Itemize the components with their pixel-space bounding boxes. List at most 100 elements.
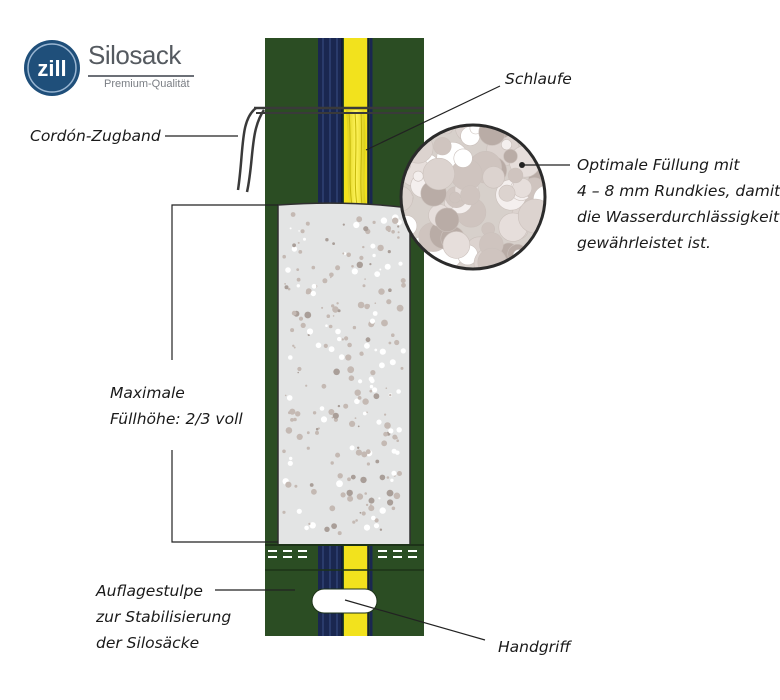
pebble <box>422 157 455 191</box>
gravel-dot <box>315 342 322 349</box>
gravel-dot <box>401 282 406 288</box>
zill-logo: zill Silosack Premium-Qualität <box>22 38 194 98</box>
gravel-dot <box>381 319 388 327</box>
gravel-dot <box>323 343 328 348</box>
gravel-dot <box>369 263 372 266</box>
gravel-dot <box>309 522 316 529</box>
gravel-dot <box>331 304 335 308</box>
gravel-dot <box>340 492 346 498</box>
gravel-dot <box>285 427 293 434</box>
gravel-dot <box>335 452 341 458</box>
gravel-dot <box>393 492 401 500</box>
auflage-line: Auflagestulpe <box>96 582 203 600</box>
gravel-dot <box>391 448 397 454</box>
gravel-dot <box>389 359 396 366</box>
gravel-dot <box>290 212 296 217</box>
gravel-dot <box>357 425 360 428</box>
gravel-dot <box>352 520 356 524</box>
gravel-dot <box>342 223 345 226</box>
gravel-dot <box>372 253 376 258</box>
gravel-dot <box>330 461 334 465</box>
gravel-dot <box>296 277 301 282</box>
gravel-dot <box>373 523 380 529</box>
gravel-dot <box>394 339 400 346</box>
gravel-dot <box>347 342 352 348</box>
pebble <box>517 198 545 234</box>
gravel-dot <box>397 231 400 234</box>
gravel-dot <box>369 318 376 324</box>
pebble <box>460 185 481 206</box>
gravel-dot <box>307 223 310 226</box>
gravel-dot <box>378 288 385 295</box>
gravel-dot <box>289 227 292 230</box>
gravel-dot <box>293 346 296 349</box>
gravel-dot <box>364 342 370 349</box>
gravel-dot <box>306 446 310 450</box>
fill-info-line: 4 – 8 mm Rundkies, damit <box>577 182 780 200</box>
gravel-dot <box>291 310 297 316</box>
gravel-dot <box>345 354 352 361</box>
gravel-dot <box>379 528 383 531</box>
gravel-dot <box>357 301 365 309</box>
gravel-dot <box>287 287 291 291</box>
gravel-dot <box>289 408 296 415</box>
gravel-dot <box>332 306 339 313</box>
gravel-dot <box>284 283 286 285</box>
gravel-dot <box>300 322 306 328</box>
gravel-dot <box>370 243 376 249</box>
gravel-dot <box>400 348 406 354</box>
gravel-dot <box>321 306 324 309</box>
gravel-dot <box>336 480 343 488</box>
gravel-dot <box>388 428 394 434</box>
svg-text:zill: zill <box>37 56 66 81</box>
gravel-dot <box>337 531 342 536</box>
logo-rule <box>88 75 194 77</box>
gravel-dot <box>288 355 293 360</box>
gravel-dot <box>343 403 349 409</box>
gravel-dot <box>330 276 332 279</box>
auflage-line: zur Stabilisierung <box>96 608 232 626</box>
gravel-dot <box>379 474 386 481</box>
gravel-dot <box>370 370 376 376</box>
gravel-dot <box>369 389 373 393</box>
gravel-dot <box>353 221 360 229</box>
gravel-dot <box>351 268 358 275</box>
gravel-dot <box>298 250 303 254</box>
gravel-dot <box>285 481 292 488</box>
gravel-dot <box>304 525 309 531</box>
gravel-dot <box>298 316 304 321</box>
gravel-dot <box>351 265 354 268</box>
gravel-dot <box>359 351 364 356</box>
pebble <box>500 139 512 151</box>
gravel-dot <box>322 278 328 284</box>
pebble <box>482 166 505 189</box>
leader-lines <box>165 85 570 641</box>
gravel-dot <box>342 252 345 255</box>
gravel-dot <box>335 328 341 335</box>
gravel-dot <box>362 284 366 288</box>
gravel-dot <box>361 511 366 516</box>
gravel-dot <box>282 254 287 259</box>
pebble <box>442 231 471 259</box>
gravel-dot <box>372 387 378 393</box>
gravel-dot <box>348 375 355 382</box>
gravel-dot <box>364 278 366 280</box>
gravel-dot <box>337 309 341 313</box>
gravel-dot <box>306 328 314 335</box>
pebble <box>401 185 413 212</box>
gravel-dot <box>304 311 312 319</box>
gravel-dot <box>356 261 363 268</box>
gravel-dot <box>386 489 394 497</box>
auflage-line: der Silosäcke <box>96 634 200 652</box>
gravel-dot <box>332 412 339 419</box>
gravel-dot <box>374 302 377 305</box>
gravel-dot <box>292 243 296 248</box>
gravel-dot <box>368 376 374 382</box>
gravel-dot <box>384 263 391 270</box>
gravel-dot <box>296 268 300 271</box>
gravel-dot <box>346 252 352 258</box>
gravel-dot <box>309 483 314 487</box>
gravel-dot <box>397 225 400 228</box>
gravel-dot <box>284 394 287 397</box>
gravel-dot <box>336 302 339 305</box>
